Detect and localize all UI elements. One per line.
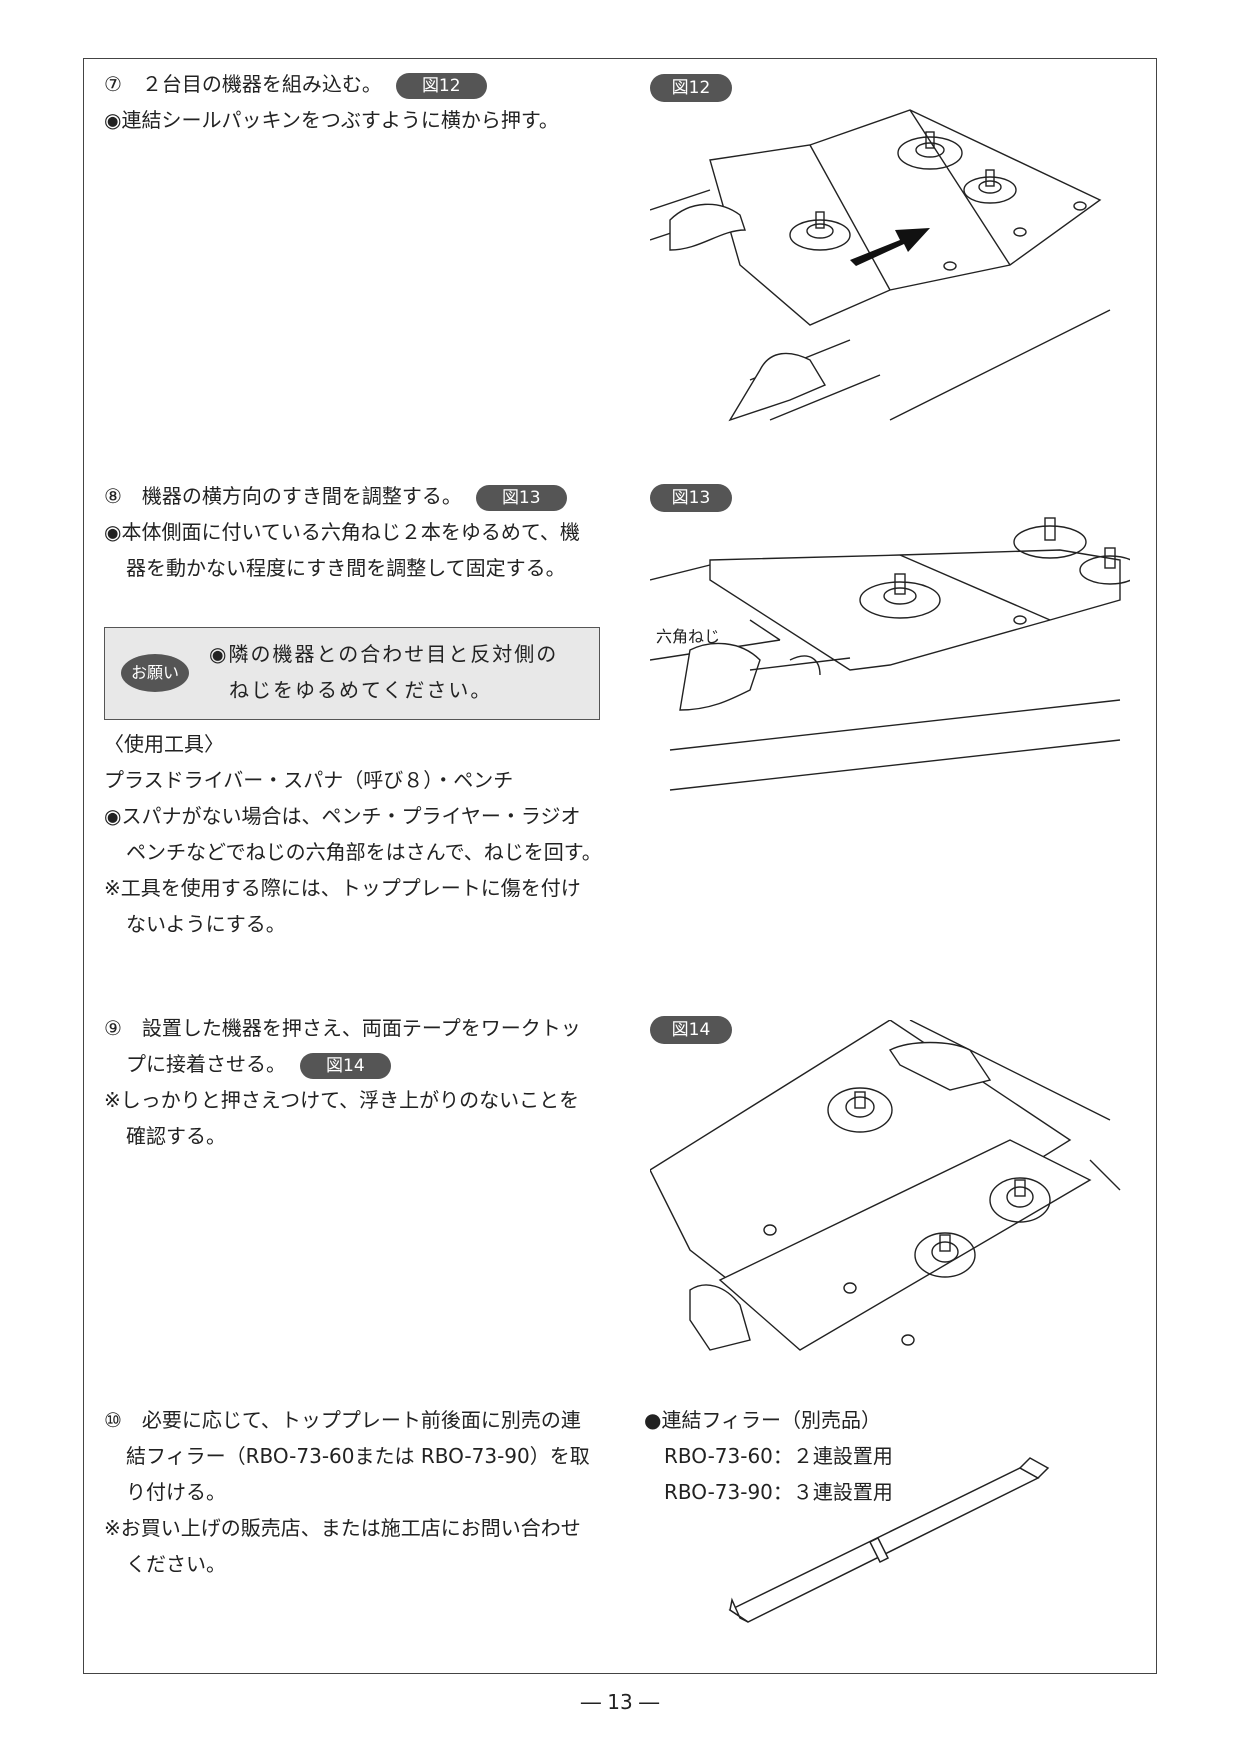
fig13-badge: 図13 (650, 484, 732, 512)
step10-note-1: ※お買い上げの販売店、または施工店にお問い合わせ (104, 1516, 581, 1540)
step8-heading-text: ⑧ 機器の横方向のすき間を調整する。 (104, 484, 462, 508)
tools-heading: 〈使用工具〉 (104, 732, 224, 756)
filler-heading: ●連結フィラー（別売品） (644, 1408, 882, 1432)
tools-note-1: ※工具を使用する際には、トッププレートに傷を付け (104, 876, 581, 900)
step9-heading: ⑨ 設置した機器を押さえ、両面テープをワークトッ (104, 1016, 581, 1040)
fig12-illustration (650, 109, 1111, 422)
fig13-hex-screw-label: 六角ねじ (656, 627, 720, 646)
step8-bullet-2: 器を動かない程度にすき間を調整して固定する。 (126, 556, 566, 580)
note-line-2: ねじをゆるめてください。 (229, 678, 493, 702)
step7-badge: 図12 (395, 72, 487, 99)
filler-illustration (728, 1457, 1050, 1623)
step9-heading2: プに接着させる。図14 (104, 1046, 391, 1082)
step7-heading: ⑦ ２台目の機器を組み込む。図12 (104, 66, 487, 102)
step8-badge: 図13 (475, 484, 567, 511)
step9-note-2: 確認する。 (126, 1124, 226, 1148)
tools-note-2: ないようにする。 (126, 912, 286, 936)
step10-line-3: り付ける。 (126, 1480, 226, 1504)
step9-badge: 図14 (300, 1052, 391, 1079)
tools-bullet-1: ◉スパナがない場合は、ペンチ・プライヤー・ラジオ (104, 804, 581, 828)
filler-item-1: RBO-73-60：２連設置用 (664, 1444, 893, 1468)
page-frame (83, 58, 1157, 1674)
note-box: お願い ◉隣の機器との合わせ目と反対側の ねじをゆるめてください。 (104, 627, 600, 720)
step7-heading-text: ⑦ ２台目の機器を組み込む。 (104, 72, 382, 96)
step8-heading: ⑧ 機器の横方向のすき間を調整する。図13 (104, 478, 567, 514)
step9-heading2-text: プに接着させる。 (126, 1052, 286, 1076)
note-text: ◉隣の機器との合わせ目と反対側の ねじをゆるめてください。 (209, 636, 558, 708)
step10-line-2: 結フィラー（RBO-73-60または RBO-73-90）を取 (126, 1444, 590, 1468)
note-line-1: ◉隣の機器との合わせ目と反対側の (209, 642, 559, 666)
step9-note-1: ※しっかりと押さえつけて、浮き上がりのないことを (104, 1088, 580, 1112)
tools-bullet-2: ペンチなどでねじの六角部をはさんで、ねじを回す。 (126, 840, 602, 864)
fig12-badge: 図12 (650, 74, 732, 102)
step10-line-1: ⑩ 必要に応じて、トッププレート前後面に別売の連 (104, 1408, 581, 1432)
step7-bullet: ◉連結シールパッキンをつぶすように横から押す。 (104, 108, 559, 132)
note-label: お願い (121, 654, 189, 692)
page-number: ― 13 ― (580, 1690, 660, 1714)
step8-bullet-1: ◉本体側面に付いている六角ねじ２本をゆるめて、機 (104, 520, 580, 544)
step10-note-2: ください。 (126, 1552, 226, 1576)
fig13-illustration: 六角ねじ (650, 517, 1130, 791)
fig14-badge: 図14 (650, 1016, 732, 1044)
fig14-illustration (650, 1020, 1121, 1351)
filler-item-2: RBO-73-90：３連設置用 (664, 1480, 893, 1504)
tools-line: プラスドライバー・スパナ（呼び８）・ペンチ (104, 768, 514, 792)
